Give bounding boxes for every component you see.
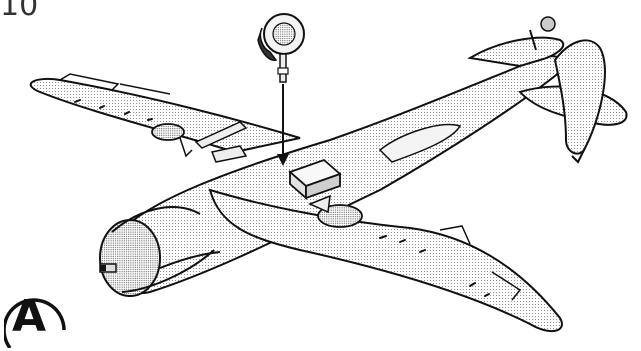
rudder (555, 40, 605, 153)
near-wing (210, 190, 562, 331)
engine-cowling (100, 220, 160, 296)
mast-knob-icon (541, 17, 555, 31)
step-circle-icon (4, 286, 66, 348)
step-label: A (4, 286, 66, 348)
far-wing (31, 79, 300, 152)
dial-component (258, 14, 304, 82)
wheel-well-far (152, 124, 184, 140)
